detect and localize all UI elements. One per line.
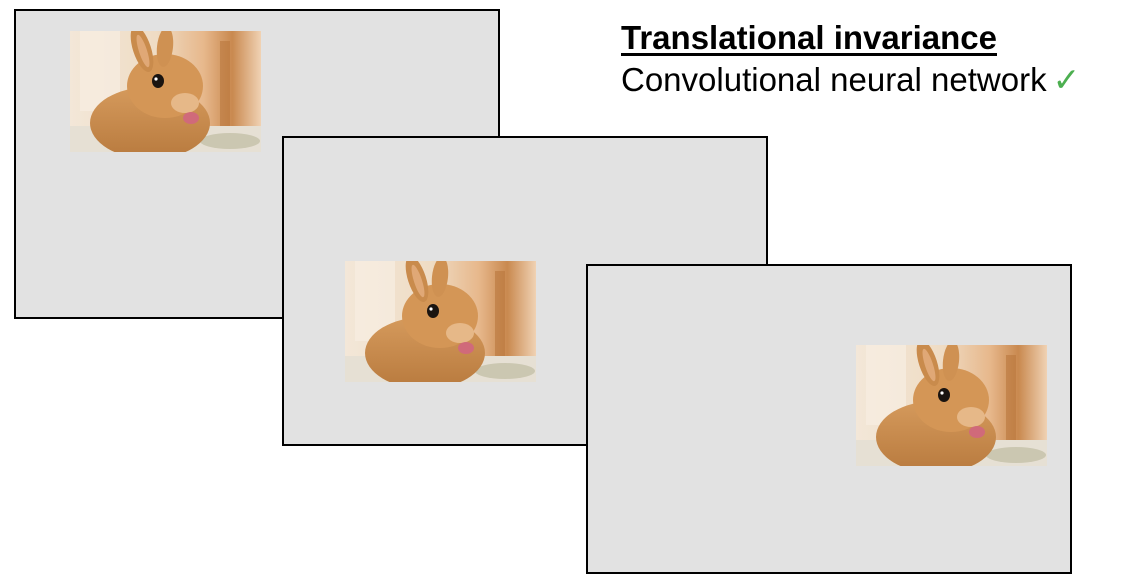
rabbit-photo — [856, 345, 1047, 466]
check-icon: ✓ — [1052, 60, 1081, 99]
caption-subline: Convolutional neural network✓ — [621, 58, 1080, 102]
rabbit-photo — [345, 261, 536, 382]
caption-subline-text: Convolutional neural network — [621, 61, 1047, 98]
rabbit-photo — [70, 31, 261, 152]
frame-bottom-right — [586, 264, 1072, 574]
caption-heading: Translational invariance — [621, 19, 997, 56]
caption: Translational invariance Convolutional n… — [621, 18, 1080, 102]
